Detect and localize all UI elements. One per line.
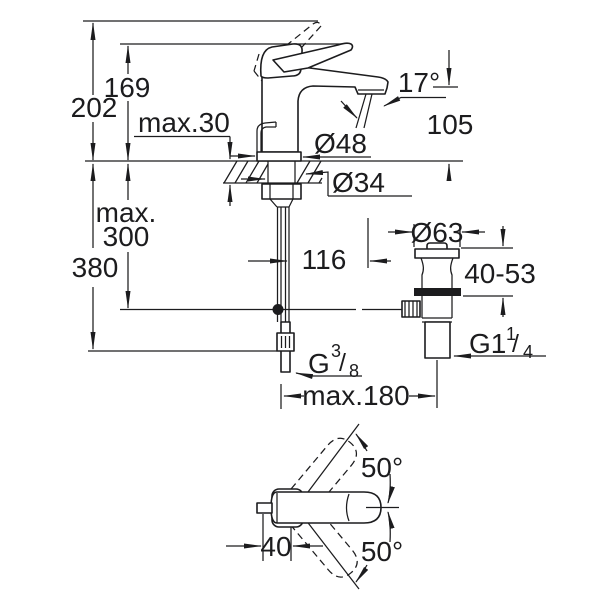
g38-sup: 3 bbox=[331, 341, 341, 361]
label-40-53: 40-53 bbox=[464, 258, 536, 289]
dimension-lines bbox=[90, 22, 546, 409]
pull-rod bbox=[256, 121, 277, 152]
label-105: 105 bbox=[427, 109, 474, 140]
label-40: 40 bbox=[260, 531, 291, 562]
label-50deg-upper: 50° bbox=[361, 452, 403, 483]
label-50deg-lower: 50° bbox=[361, 536, 403, 567]
label-380: 380 bbox=[72, 252, 119, 283]
pop-up-linkage bbox=[272, 304, 402, 315]
g38-sub: 8 bbox=[349, 361, 359, 381]
label-dia48: Ø48 bbox=[314, 128, 367, 159]
drain-valve bbox=[401, 242, 461, 408]
counter-section bbox=[85, 160, 463, 184]
lever-blade bbox=[272, 42, 354, 73]
g114-sub: 4 bbox=[523, 342, 533, 362]
label-max300-line2: 300 bbox=[103, 221, 150, 252]
plan-lever bbox=[270, 491, 382, 524]
ball-joint bbox=[272, 304, 284, 315]
o-ring bbox=[414, 288, 461, 296]
base-plate bbox=[256, 151, 302, 162]
label-g38: G 3 / 8 bbox=[308, 341, 359, 381]
faucet-front bbox=[253, 21, 389, 162]
label-dia63: Ø63 bbox=[411, 217, 464, 248]
g114-sup: 1 bbox=[506, 324, 516, 344]
label-max180: max.180 bbox=[302, 380, 409, 411]
lever-raised-dashed bbox=[253, 21, 322, 82]
hatching bbox=[223, 160, 323, 184]
g114-slash: / bbox=[512, 330, 519, 358]
rod-socket-knob bbox=[401, 300, 421, 318]
spray-angle-detail bbox=[340, 93, 373, 129]
faucet-plan bbox=[256, 488, 382, 528]
valve-neck bbox=[420, 257, 454, 288]
label-116: 116 bbox=[302, 244, 347, 275]
plan-lever-grip-line bbox=[345, 493, 350, 522]
label-g114: G1 1 / 4 bbox=[469, 324, 533, 362]
top-view-labels: 50° 50° 40 bbox=[260, 452, 403, 567]
label-17deg: 17° bbox=[398, 67, 440, 98]
label-max300-line1: max. bbox=[96, 197, 157, 228]
angle-dimensions bbox=[355, 433, 399, 583]
plan-pullrod-tab bbox=[256, 502, 273, 514]
g114-base: G1 bbox=[469, 328, 506, 359]
supply-hoses bbox=[276, 207, 295, 373]
plug-knob bbox=[426, 242, 448, 250]
offset-dimension bbox=[226, 514, 323, 561]
label-max30: max.30 bbox=[138, 107, 230, 138]
g38-slash: / bbox=[339, 349, 346, 377]
label-169: 169 bbox=[104, 72, 151, 103]
label-dia34: Ø34 bbox=[332, 167, 385, 198]
top-view: 50° 50° 40 bbox=[226, 423, 403, 590]
mounting-assembly bbox=[261, 161, 302, 373]
g38-base: G bbox=[308, 348, 330, 379]
front-view-labels: 202 169 max.30 17° 105 Ø48 Ø34 max. 300 … bbox=[71, 67, 536, 411]
front-view: 202 169 max.30 17° 105 Ø48 Ø34 max. 300 … bbox=[71, 20, 546, 411]
mounting-nut bbox=[261, 183, 302, 200]
label-202: 202 bbox=[71, 92, 118, 123]
flange bbox=[414, 248, 460, 259]
tailpiece bbox=[424, 321, 451, 359]
